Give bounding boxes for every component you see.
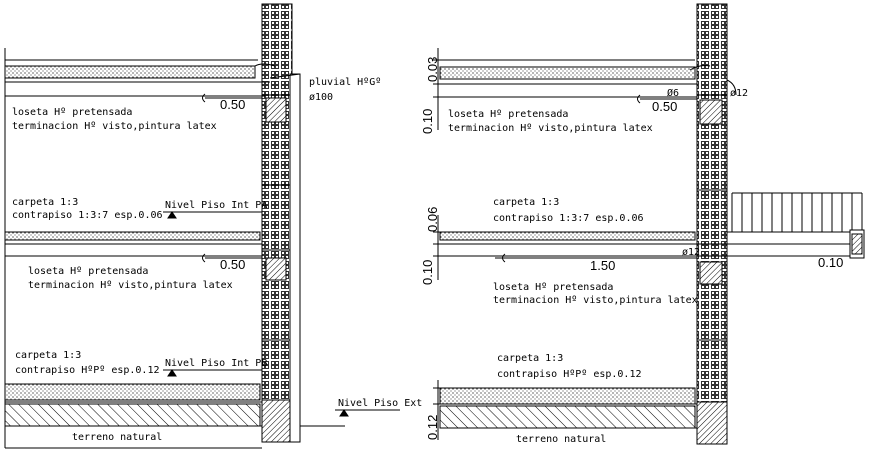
right-dim-050: 0.50 [652,99,677,114]
right-mid-screed [439,231,696,241]
left-roof-screed [4,65,256,79]
left-pluvial-line1: pluvial HºGº [309,77,381,88]
left-ground: terreno natural [72,432,162,443]
right-slab2-line2: terminacion Hº visto,pintura latex [493,295,698,306]
left-level-ext: Nivel Piso Ext [338,398,422,409]
left-mid-screed [4,231,261,241]
left-slab2-line2: terminacion Hº visto,pintura latex [28,280,233,291]
left-ground-screed [4,383,261,401]
right-dim-006: 0.06 [425,207,440,232]
right-brick-wall [696,3,728,445]
left-floor0-line1: carpeta 1:3 [15,350,81,361]
right-floor1-line1: carpeta 1:3 [493,197,559,208]
right-floor1-line2: contrapiso 1:3:7 esp.0.06 [493,213,644,224]
right-section [433,3,865,445]
left-floor1-line1: carpeta 1:3 [12,197,78,208]
right-slab1-line1: loseta Hº pretensada [448,109,568,120]
right-dim-010-top: 0.10 [420,109,435,134]
right-slab2-line1: loseta Hº pretensada [493,282,613,293]
left-floor1-line2: contrapiso 1:3:7 esp.0.06 [12,210,163,221]
left-floor0-line2: contrapiso HºPº esp.0.12 [15,365,160,376]
left-section [4,3,400,449]
left-dim-b: 0.50 [220,257,245,272]
left-brick-wall [261,3,293,443]
right-phi12-mid: ø12 [682,247,700,258]
left-level-pa: Nivel Piso Int PA [165,200,267,211]
pluvial-pipe [289,73,301,443]
right-ground-screed [439,387,696,405]
left-slab1-line1: loseta Hº pretensada [12,107,132,118]
right-dim-010-right: 0.10 [818,255,843,270]
right-dim-003: 0.03 [425,57,440,82]
right-floor0-line1: carpeta 1:3 [497,353,563,364]
right-ground-hatch [439,405,696,429]
right-phi12-top: ø12 [730,88,748,99]
left-ground-hatch [4,403,261,427]
right-slab1-line2: terminacion Hº visto,pintura latex [448,123,653,134]
right-roof-screed [439,66,696,80]
left-slab1-line2: terminacion Hº visto,pintura latex [12,121,217,132]
left-dim-a: 0.50 [220,97,245,112]
right-dim-010-mid: 0.10 [420,260,435,285]
right-floor0-line2: contrapiso HºPº esp.0.12 [497,369,642,380]
right-ground: terreno natural [516,434,606,445]
right-dim-012: 0.12 [425,415,440,440]
left-level-pb: Nivel Piso Int PB [165,358,267,369]
left-slab2-line1: loseta Hº pretensada [28,266,148,277]
right-dim-150: 1.50 [590,258,615,273]
left-pluvial-line2: ø100 [309,92,333,103]
right-phi6: Ø6 [667,87,679,99]
balcony-railing [731,192,863,232]
